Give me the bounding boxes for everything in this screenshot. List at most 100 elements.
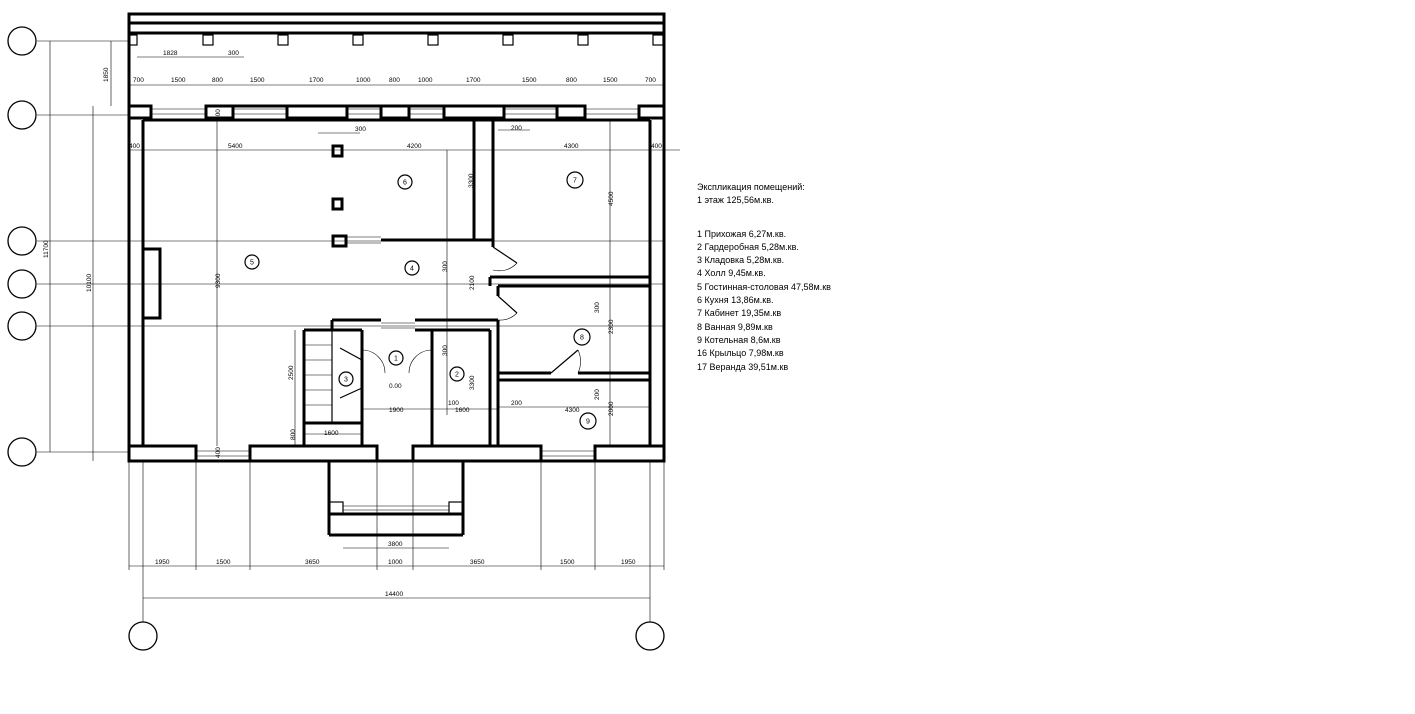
legend-room-item: 3 Кладовка 5,28м.кв. bbox=[697, 255, 785, 266]
dim-label: 1500 bbox=[250, 77, 265, 84]
dim-label: 11700 bbox=[43, 240, 50, 258]
axis-bubble bbox=[7, 311, 37, 341]
dim-label: 1700 bbox=[309, 77, 324, 84]
doors bbox=[339, 246, 581, 399]
legend-room-item: 7 Кабинет 19,35м.кв bbox=[697, 308, 782, 319]
dim-label: 400 bbox=[215, 109, 222, 120]
dim-label: 300 bbox=[442, 261, 449, 272]
room-number: 5 bbox=[250, 260, 254, 267]
dim-label: 1000 bbox=[418, 77, 433, 84]
room-marker bbox=[397, 174, 413, 190]
room-number: 7 bbox=[573, 178, 577, 185]
axis-grid bbox=[7, 26, 665, 651]
room-marker bbox=[566, 171, 584, 189]
dim-label: 4500 bbox=[608, 191, 615, 206]
room-number: 3 bbox=[344, 377, 348, 384]
room-number: 9 bbox=[586, 419, 590, 426]
room-marker bbox=[449, 366, 465, 382]
legend-room-item: 6 Кухня 13,86м.кв. bbox=[697, 295, 774, 306]
axis-bubble bbox=[7, 226, 37, 256]
dim-label: 300 bbox=[228, 50, 239, 57]
dim-label: 1500 bbox=[522, 77, 537, 84]
room-marker bbox=[388, 350, 404, 366]
dim-label: 800 bbox=[290, 429, 297, 440]
dim-label: 800 bbox=[566, 77, 577, 84]
room-marker bbox=[579, 412, 597, 430]
dim-label: 1828 bbox=[163, 50, 178, 57]
legend-title: Экспликация помещений: bbox=[697, 182, 805, 192]
axis-bubble bbox=[7, 26, 37, 56]
dim-label: 1000 bbox=[388, 559, 403, 566]
room-marker bbox=[573, 328, 591, 346]
dim-label: 200 bbox=[511, 400, 522, 407]
dim-label: 400 bbox=[651, 143, 662, 150]
legend-room-item: 4 Холл 9,45м.кв. bbox=[697, 268, 766, 279]
room-marker bbox=[244, 254, 260, 270]
room-number: 2 bbox=[455, 372, 459, 379]
walls bbox=[127, 12, 666, 537]
room-number: 8 bbox=[580, 335, 584, 342]
dim-label: 300 bbox=[442, 345, 449, 356]
dim-label: 1500 bbox=[216, 559, 231, 566]
dimension-lines bbox=[49, 41, 680, 599]
dim-label: 300 bbox=[594, 302, 601, 313]
legend-room-item: 5 Гостинная-столовая 47,58м.кв bbox=[697, 281, 831, 292]
legend-room-item: 8 Ванная 9,89м.кв bbox=[697, 321, 773, 332]
legend-room-item: 16 Крыльцо 7,98м.кв bbox=[697, 348, 784, 359]
dim-label: 1500 bbox=[171, 77, 186, 84]
dim-label: 2500 bbox=[288, 365, 295, 380]
dim-label: 14400 bbox=[385, 591, 403, 598]
dim-label: 3300 bbox=[468, 173, 475, 188]
dim-label: 800 bbox=[212, 77, 223, 84]
axis-bubble bbox=[128, 621, 158, 651]
dim-label: 5400 bbox=[228, 143, 243, 150]
dim-label: 300 bbox=[355, 126, 366, 133]
dim-label: 700 bbox=[133, 77, 144, 84]
dim-label: 2100 bbox=[469, 275, 476, 290]
dim-label: 1950 bbox=[155, 559, 170, 566]
axis-bubble bbox=[635, 621, 665, 651]
axis-bubble bbox=[7, 437, 37, 467]
dim-label: 2300 bbox=[608, 319, 615, 334]
dim-label: 9300 bbox=[215, 273, 222, 288]
dim-label: 1700 bbox=[466, 77, 481, 84]
room-markers: 1 2 3 4 5 6 7 8 9 0.00 bbox=[244, 171, 597, 430]
legend-room-item: 9 Котельная 8,6м.кв bbox=[697, 334, 781, 345]
room-number: 1 bbox=[394, 356, 398, 363]
dim-label: 1950 bbox=[621, 559, 636, 566]
floor-level-mark: 0.00 bbox=[389, 383, 402, 390]
legend-room-item: 17 Веранда 39,51м.кв bbox=[697, 361, 789, 372]
dim-label: 4300 bbox=[565, 407, 580, 414]
legend-floor-area: 1 этаж 125,56м.кв. bbox=[697, 195, 774, 206]
dim-label: 4300 bbox=[564, 143, 579, 150]
room-number: 4 bbox=[410, 266, 414, 273]
legend-room-item: 2 Гардеробная 5,28м.кв. bbox=[697, 241, 799, 252]
dim-label: 800 bbox=[389, 77, 400, 84]
dim-label: 1500 bbox=[560, 559, 575, 566]
legend-room-item: 1 Прихожая 6,27м.кв. bbox=[697, 228, 787, 239]
dim-label: 700 bbox=[645, 77, 656, 84]
axis-bubble bbox=[7, 100, 37, 130]
legend-spacer bbox=[697, 208, 831, 228]
room-marker bbox=[404, 260, 420, 276]
room-marker bbox=[338, 371, 354, 387]
dim-label: 1900 bbox=[389, 407, 404, 414]
dim-label: 400 bbox=[129, 143, 140, 150]
dim-label: 1500 bbox=[603, 77, 618, 84]
dim-label: 200 bbox=[511, 125, 522, 132]
dim-label: 1850 bbox=[103, 67, 110, 82]
dim-label: 3650 bbox=[305, 559, 320, 566]
dim-label: 1600 bbox=[324, 430, 339, 437]
dim-label: 100 bbox=[448, 400, 459, 407]
dim-label: 3650 bbox=[470, 559, 485, 566]
dim-label: 1600 bbox=[455, 407, 470, 414]
dim-label: 3300 bbox=[469, 375, 476, 390]
dim-label: 4200 bbox=[407, 143, 422, 150]
dim-label: 1000 bbox=[356, 77, 371, 84]
room-number: 6 bbox=[403, 180, 407, 187]
dim-label: 200 bbox=[594, 389, 601, 400]
dim-label: 10100 bbox=[86, 274, 93, 292]
room-explication: Экспликация помещений: 1 этаж 125,56м.кв… bbox=[697, 181, 831, 374]
dim-label: 400 bbox=[215, 447, 222, 458]
